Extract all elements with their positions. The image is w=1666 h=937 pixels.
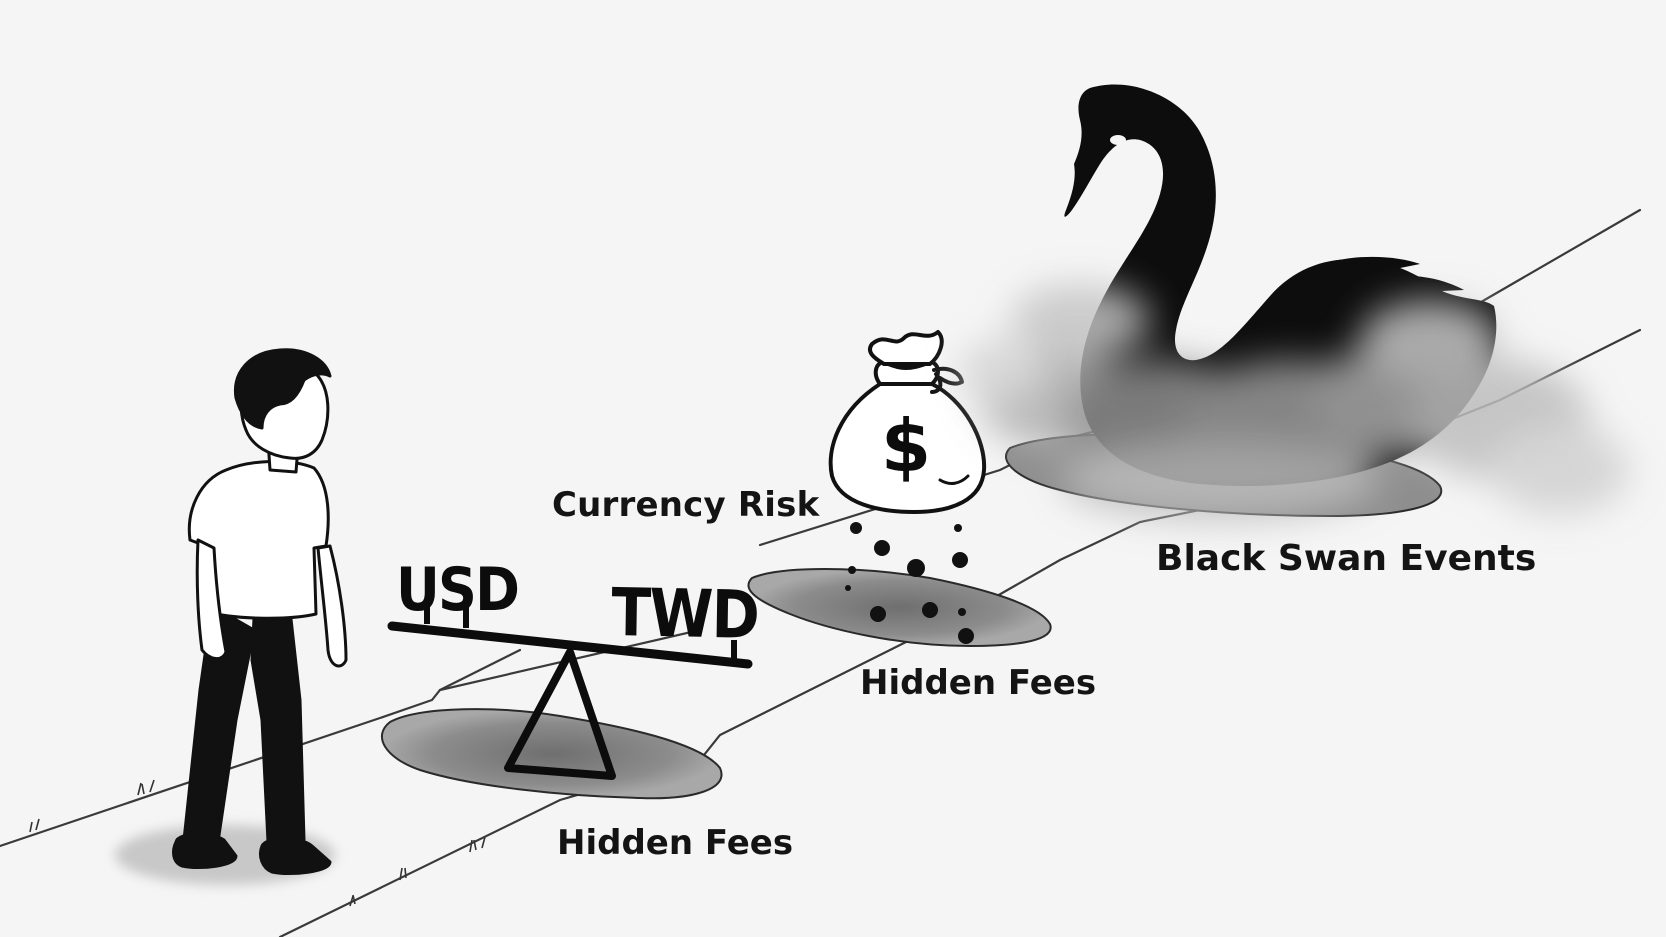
hidden-fees-label-low: Hidden Fees <box>557 823 794 863</box>
seesaw-right-currency-label: TWD <box>610 574 759 654</box>
money-bag-icon <box>828 330 987 514</box>
pothole-lower <box>380 708 723 800</box>
money-bag-dollar-sign: $ <box>881 404 932 488</box>
person-figure-icon <box>172 348 348 876</box>
falling-coins <box>845 522 974 644</box>
fog-icon <box>960 284 1630 520</box>
seesaw-icon <box>387 602 753 780</box>
hidden-fees-label-mid: Hidden Fees <box>860 663 1097 703</box>
grass-tufts <box>29 779 486 907</box>
seesaw-left-currency-label: USD <box>396 555 520 625</box>
black-swan-events-label: Black Swan Events <box>1156 538 1537 579</box>
currency-risk-label: Currency Risk <box>552 485 820 525</box>
pothole-mid <box>747 568 1052 648</box>
